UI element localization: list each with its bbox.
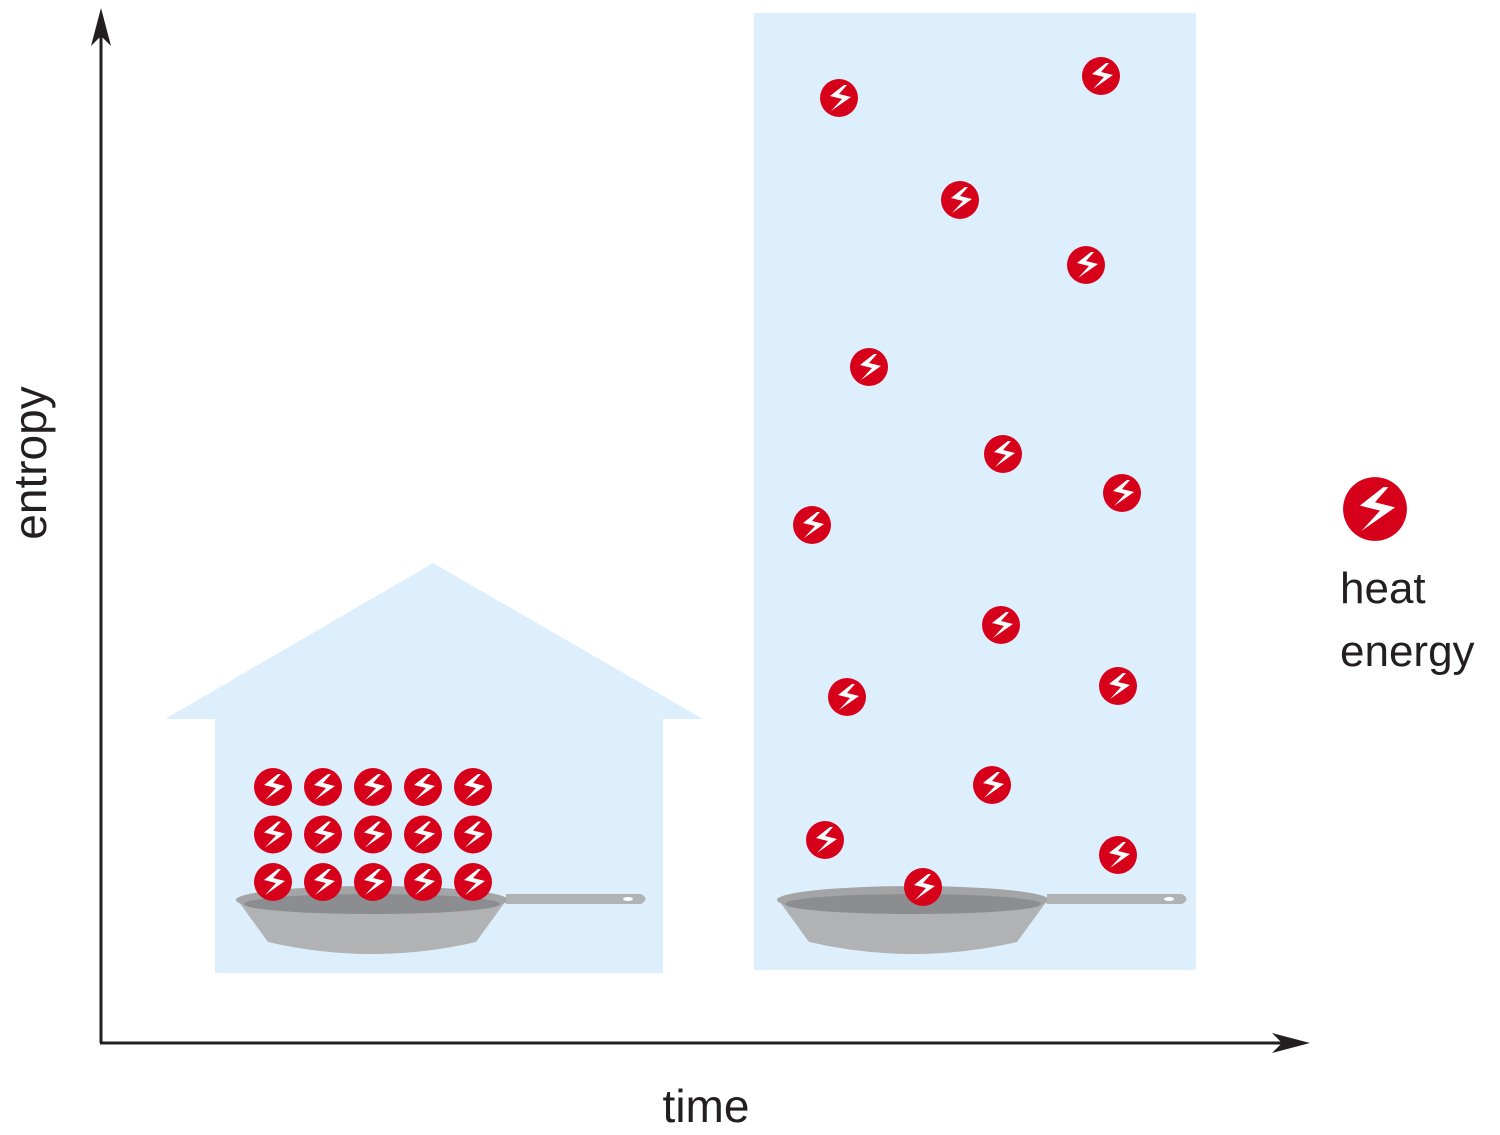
heat-energy-icon (1067, 246, 1105, 284)
y-axis-arrowhead (91, 8, 111, 46)
heat-energy-icon (806, 821, 844, 859)
heat-energy-icon (793, 506, 831, 544)
heat-energy-icon (454, 863, 492, 901)
heat-energy-icon (1099, 667, 1137, 705)
high-entropy-scene (754, 13, 1196, 970)
heat-energy-icon (304, 863, 342, 901)
heat-energy-icon (828, 678, 866, 716)
low-entropy-scene (165, 563, 703, 973)
heat-energy-icon (254, 815, 292, 854)
heat-energy-icon (304, 815, 342, 854)
heat-energy-icon (404, 768, 442, 806)
legend-label-line2: energy (1340, 627, 1475, 676)
heat-energy-icon (454, 815, 492, 854)
heat-energy-icon (254, 768, 292, 806)
heat-energy-icon (850, 348, 888, 386)
heat-energy-icon (404, 815, 442, 854)
heat-energy-icon (820, 79, 858, 117)
heat-energy-icon (973, 766, 1011, 804)
legend-label-line1: heat (1340, 564, 1426, 613)
heat-energy-icon (1343, 477, 1407, 541)
legend: heat energy (1340, 477, 1475, 676)
heat-energy-icon (404, 863, 442, 901)
house-shape (165, 563, 703, 973)
axes (91, 8, 1310, 1053)
heat-energy-icon (941, 181, 979, 219)
heat-energy-icon (354, 815, 392, 854)
heat-energy-icon (1103, 474, 1141, 512)
heat-energy-icon (904, 868, 942, 906)
heat-energy-icon (1099, 836, 1137, 874)
x-axis-arrowhead (1272, 1033, 1310, 1053)
heat-grid (254, 768, 492, 901)
heat-energy-icon (254, 863, 292, 901)
heat-energy-icon (354, 863, 392, 901)
heat-energy-icon (454, 768, 492, 806)
heat-energy-icon (984, 435, 1022, 473)
heat-energy-icon (982, 606, 1020, 644)
heat-energy-icon (304, 768, 342, 806)
x-axis-label: time (663, 1080, 750, 1132)
y-axis-label: entropy (4, 386, 56, 539)
heat-energy-icon (1082, 57, 1120, 95)
heat-energy-icon (354, 768, 392, 806)
